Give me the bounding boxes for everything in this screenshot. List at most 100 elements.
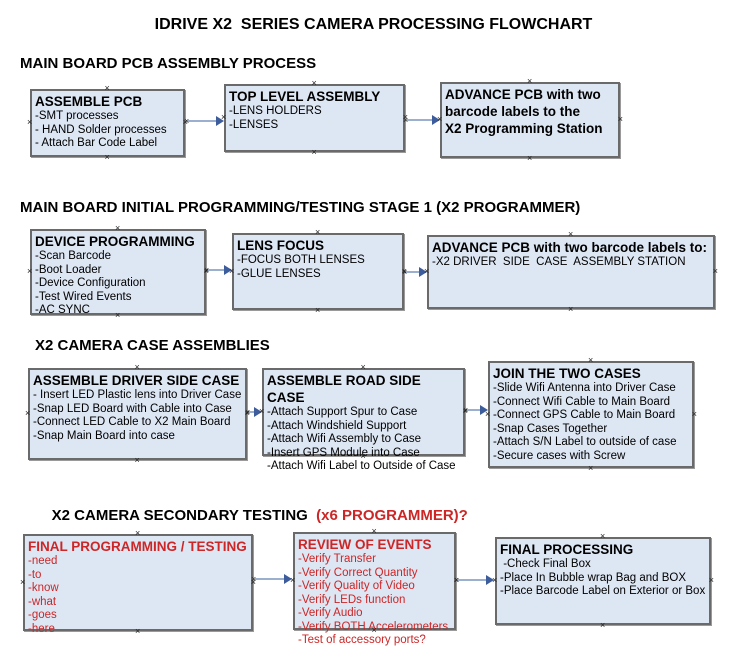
anchor-mark: × (527, 76, 533, 86)
box-item: -LENSES (229, 118, 279, 131)
anchor-mark: × (245, 407, 251, 417)
anchor-mark: × (251, 574, 257, 584)
anchor-mark: × (104, 83, 110, 93)
flow-box-assemble-road-side-case: ASSEMBLE ROAD SIDE CASE -Attach Support … (259, 363, 468, 473)
flow-box-final-programming-testing: FINAL PROGRAMMING / TESTING -need-to-kno… (20, 529, 256, 636)
anchor-mark: × (315, 305, 321, 315)
arrowhead-icon (480, 405, 488, 415)
box-item: -Verify Audio (298, 607, 363, 619)
flow-box-advance-pcb-driver-side: ADVANCE PCB with two barcode labels to: … (424, 230, 718, 314)
heading-black-part: X2 CAMERA SECONDARY TESTING (51, 507, 317, 524)
box-items: - Insert LED Plastic lens into Driver Ca… (30, 389, 245, 443)
box-item: -AC SYNC (35, 304, 90, 316)
anchor-mark: × (135, 528, 141, 538)
box-item: -Connect Wifi Cable to Main Board (493, 395, 671, 408)
box-item: - Insert LED Plastic lens into Driver Ca… (33, 389, 242, 401)
box-title: JOIN THE TWO CASES (493, 366, 641, 381)
anchor-mark: × (402, 112, 408, 122)
anchor-mark: × (401, 265, 407, 276)
box-item: -Boot Loader (35, 263, 102, 276)
anchor-mark: × (244, 408, 250, 418)
flow-arrow: × (245, 407, 262, 417)
arrowhead-icon (254, 407, 262, 417)
anchor-mark: × (485, 408, 491, 419)
box-items: -Attach Support Spur to Case-Attach Wind… (264, 406, 463, 474)
box-items: -LENS HOLDERS-LENSES (226, 105, 403, 132)
box-title: TOP LEVEL ASSEMBLY (229, 89, 381, 104)
anchor-mark: × (311, 147, 317, 157)
box-item: -Test Wired Events (35, 290, 132, 303)
box-item: -Verify Quality of Video (298, 580, 415, 592)
anchor-mark: × (691, 408, 697, 419)
box-items: -Verify Transfer-Verify Correct Quantity… (295, 553, 454, 648)
box-title: ASSEMBLE ROAD SIDE CASE (267, 373, 421, 405)
box-item: -GLUE LENSES (237, 267, 321, 280)
arrowhead-icon (284, 574, 292, 584)
box-item: -Attach Wifi Label to Outside of Case (267, 460, 456, 472)
box-item: -Attach Windshield Support (267, 419, 407, 432)
anchor-mark: × (115, 310, 121, 320)
anchor-mark: × (600, 531, 606, 541)
flow-box-review-of-events: REVIEW OF EVENTS -Verify Transfer-Verify… (290, 527, 459, 647)
box-item: -LENS HOLDERS (229, 105, 322, 117)
box-item: -Test of accessory ports? (298, 634, 426, 646)
flow-arrow: × (251, 574, 292, 584)
anchor-mark: × (250, 576, 256, 587)
anchor-mark: × (311, 78, 317, 88)
anchor-mark: × (588, 463, 594, 473)
anchor-mark: × (135, 626, 141, 636)
box-item: -Attach Wifi Assembly to Case (267, 433, 422, 445)
anchor-mark: × (454, 575, 460, 585)
anchor-mark: × (229, 265, 235, 276)
anchor-mark: × (182, 117, 188, 127)
box-item: -Verify LEDs function (298, 593, 406, 606)
anchor-mark: × (115, 223, 121, 233)
box-item: -FOCUS BOTH LENSES (237, 254, 365, 266)
anchor-mark: × (25, 408, 31, 418)
section-heading-case-assemblies: X2 CAMERA CASE ASSEMBLIES (35, 337, 270, 354)
anchor-mark: × (588, 355, 594, 365)
box-items: -Scan Barcode-Boot Loader-Device Configu… (32, 250, 204, 318)
anchor-mark: × (600, 620, 606, 630)
box-item: -Place Barcode Label on Exterior or Box (500, 585, 706, 597)
section-heading-initial-programming: MAIN BOARD INITIAL PROGRAMMING/TESTING S… (20, 199, 581, 216)
arrowhead-icon (216, 116, 224, 126)
anchor-mark: × (203, 266, 209, 276)
flow-box-advance-pcb-programming-station: ADVANCE PCB with two barcode labels to t… (437, 77, 623, 163)
flow-box-assemble-driver-side-case: ASSEMBLE DRIVER SIDE CASE - Insert LED P… (25, 363, 250, 465)
anchor-mark: × (492, 575, 498, 585)
flow-box-top-level-assembly: TOP LEVEL ASSEMBLY -LENS HOLDERS-LENSES … (221, 79, 408, 157)
arrowhead-icon (486, 575, 494, 585)
box-title: ASSEMBLE DRIVER SIDE CASE (33, 373, 240, 388)
flow-arrow: × (204, 265, 232, 275)
box-items: -Check Final Box-Place In Bubble wrap Ba… (497, 558, 709, 599)
anchor-mark: × (712, 266, 718, 276)
box-item: -Place In Bubble wrap Bag and BOX (500, 571, 687, 584)
anchor-mark: × (617, 114, 623, 124)
anchor-mark: × (360, 451, 366, 461)
box-title: REVIEW OF EVENTS (298, 537, 432, 552)
page-title: IDRIVE X2 SERIES CAMERA PROCESSING FLOWC… (154, 16, 593, 33)
box-item: -Verify Transfer (298, 553, 376, 565)
anchor-mark: × (568, 304, 574, 314)
anchor-mark: × (104, 152, 110, 162)
box-item: -know (28, 582, 59, 594)
flow-box-final-processing: FINAL PROCESSING -Check Final Box-Place … (492, 532, 714, 630)
anchor-mark: × (204, 265, 210, 275)
box-title: FINAL PROCESSING (500, 542, 634, 557)
box-items: -X2 DRIVER SIDE CASE ASSEMBLY STATION (429, 256, 713, 270)
anchor-mark: × (20, 576, 26, 587)
anchor-mark: × (360, 362, 366, 372)
anchor-mark: × (27, 117, 33, 127)
anchor-mark: × (403, 115, 409, 125)
box-item: -here (28, 622, 55, 635)
flow-box-join-the-two-cases: JOIN THE TWO CASES -Slide Wifi Antenna i… (485, 356, 697, 473)
box-item: -Snap Cases Together (493, 422, 608, 435)
box-item: -Snap Main Board into case (33, 429, 175, 442)
box-item: -Verify BOTH Accelerometers (298, 620, 449, 633)
arrowhead-icon (224, 265, 232, 275)
flow-box-assemble-pcb: ASSEMBLE PCB -SMT processes- HAND Solder… (27, 84, 188, 162)
box-title: ASSEMBLE PCB (35, 94, 143, 109)
anchor-mark: × (134, 455, 140, 465)
